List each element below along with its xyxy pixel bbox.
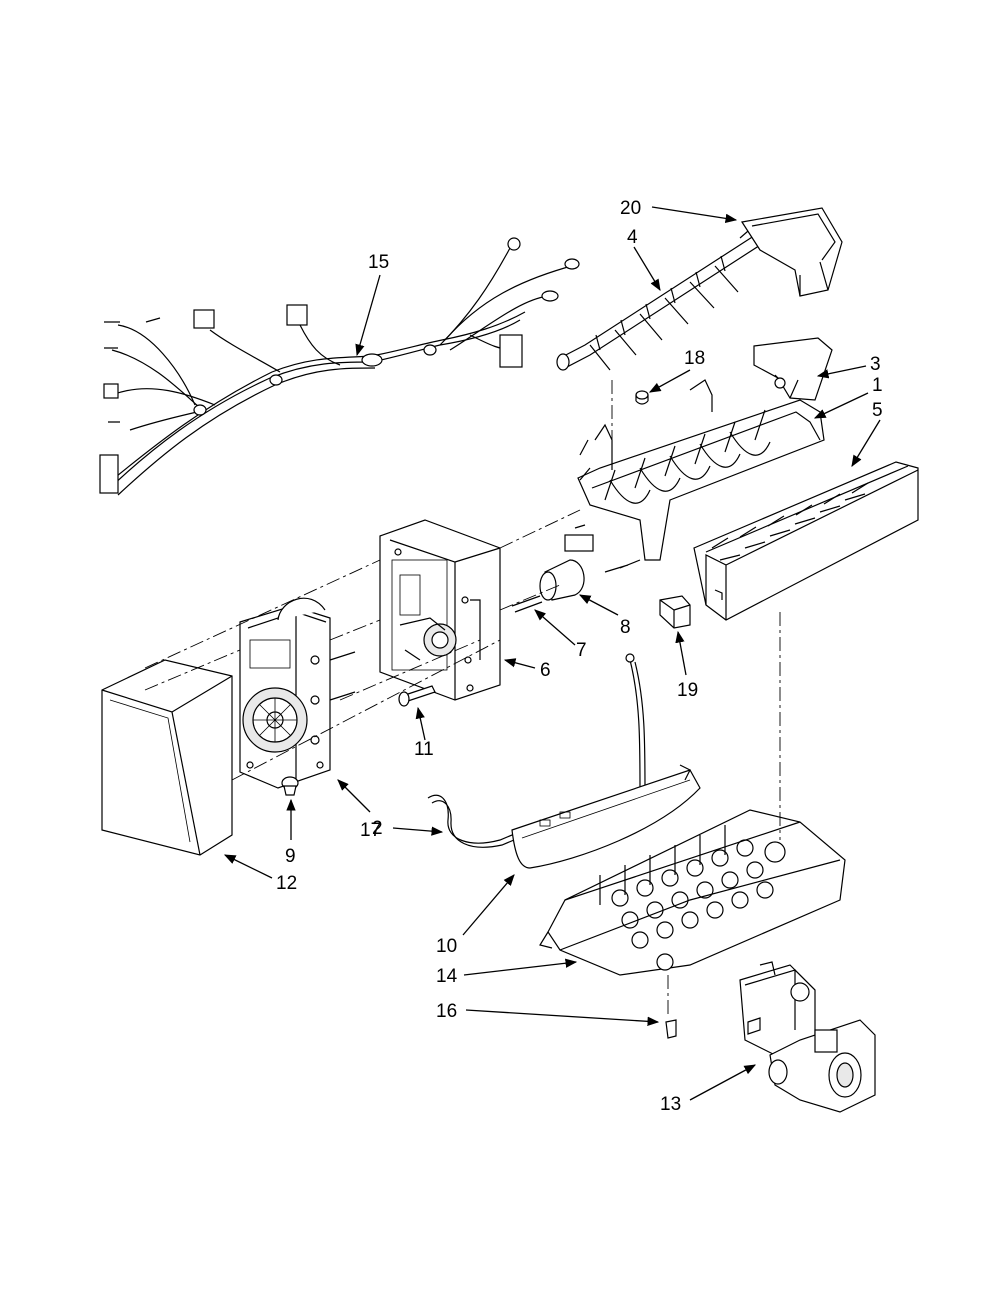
ice-mold <box>577 379 825 561</box>
clip <box>659 595 691 629</box>
part-label-5: 5 <box>872 400 883 421</box>
leader-lines <box>223 206 881 1101</box>
control-module <box>239 597 356 789</box>
wire-harness <box>99 237 580 496</box>
screw-9 <box>281 776 299 796</box>
part-label-17: 17 <box>360 820 381 841</box>
part-label-7: 7 <box>576 640 587 661</box>
screw-18 <box>611 380 649 455</box>
mounting-plate <box>379 519 501 701</box>
part-label-11: 11 <box>414 739 434 760</box>
fill-cup <box>741 207 843 297</box>
part-label-16: 16 <box>436 1001 457 1022</box>
part-label-10: 10 <box>436 936 457 957</box>
part-label-13: 13 <box>660 1094 681 1115</box>
part-label-12: 12 <box>276 873 297 894</box>
part-label-1: 1 <box>872 375 883 396</box>
part-label-15: 15 <box>368 252 389 273</box>
thermostat <box>511 524 641 613</box>
part-labels: 20 4 15 18 3 1 5 8 7 6 19 11 2 17 9 12 1… <box>276 198 883 1115</box>
part-label-3: 3 <box>870 354 881 375</box>
screw-16 <box>665 975 677 1039</box>
part-label-19: 19 <box>677 680 698 701</box>
ejector <box>556 224 771 371</box>
part-label-20: 20 <box>620 198 641 219</box>
part-label-14: 14 <box>436 966 458 987</box>
shield <box>511 764 701 869</box>
ice-stripper <box>693 461 919 621</box>
part-label-4: 4 <box>627 227 638 248</box>
part-label-9: 9 <box>285 846 296 867</box>
part-label-2: 2 <box>372 818 383 839</box>
mold-cover <box>753 337 833 401</box>
shutoff-arm <box>427 653 646 848</box>
part-label-18: 18 <box>684 348 705 369</box>
part-label-8: 8 <box>620 617 631 638</box>
ice-tray-assembly <box>539 809 846 976</box>
alignment-lines <box>144 509 781 840</box>
screw-11 <box>398 685 436 707</box>
module-cover <box>101 659 233 856</box>
water-valve <box>739 961 876 1113</box>
part-label-6: 6 <box>540 660 551 681</box>
